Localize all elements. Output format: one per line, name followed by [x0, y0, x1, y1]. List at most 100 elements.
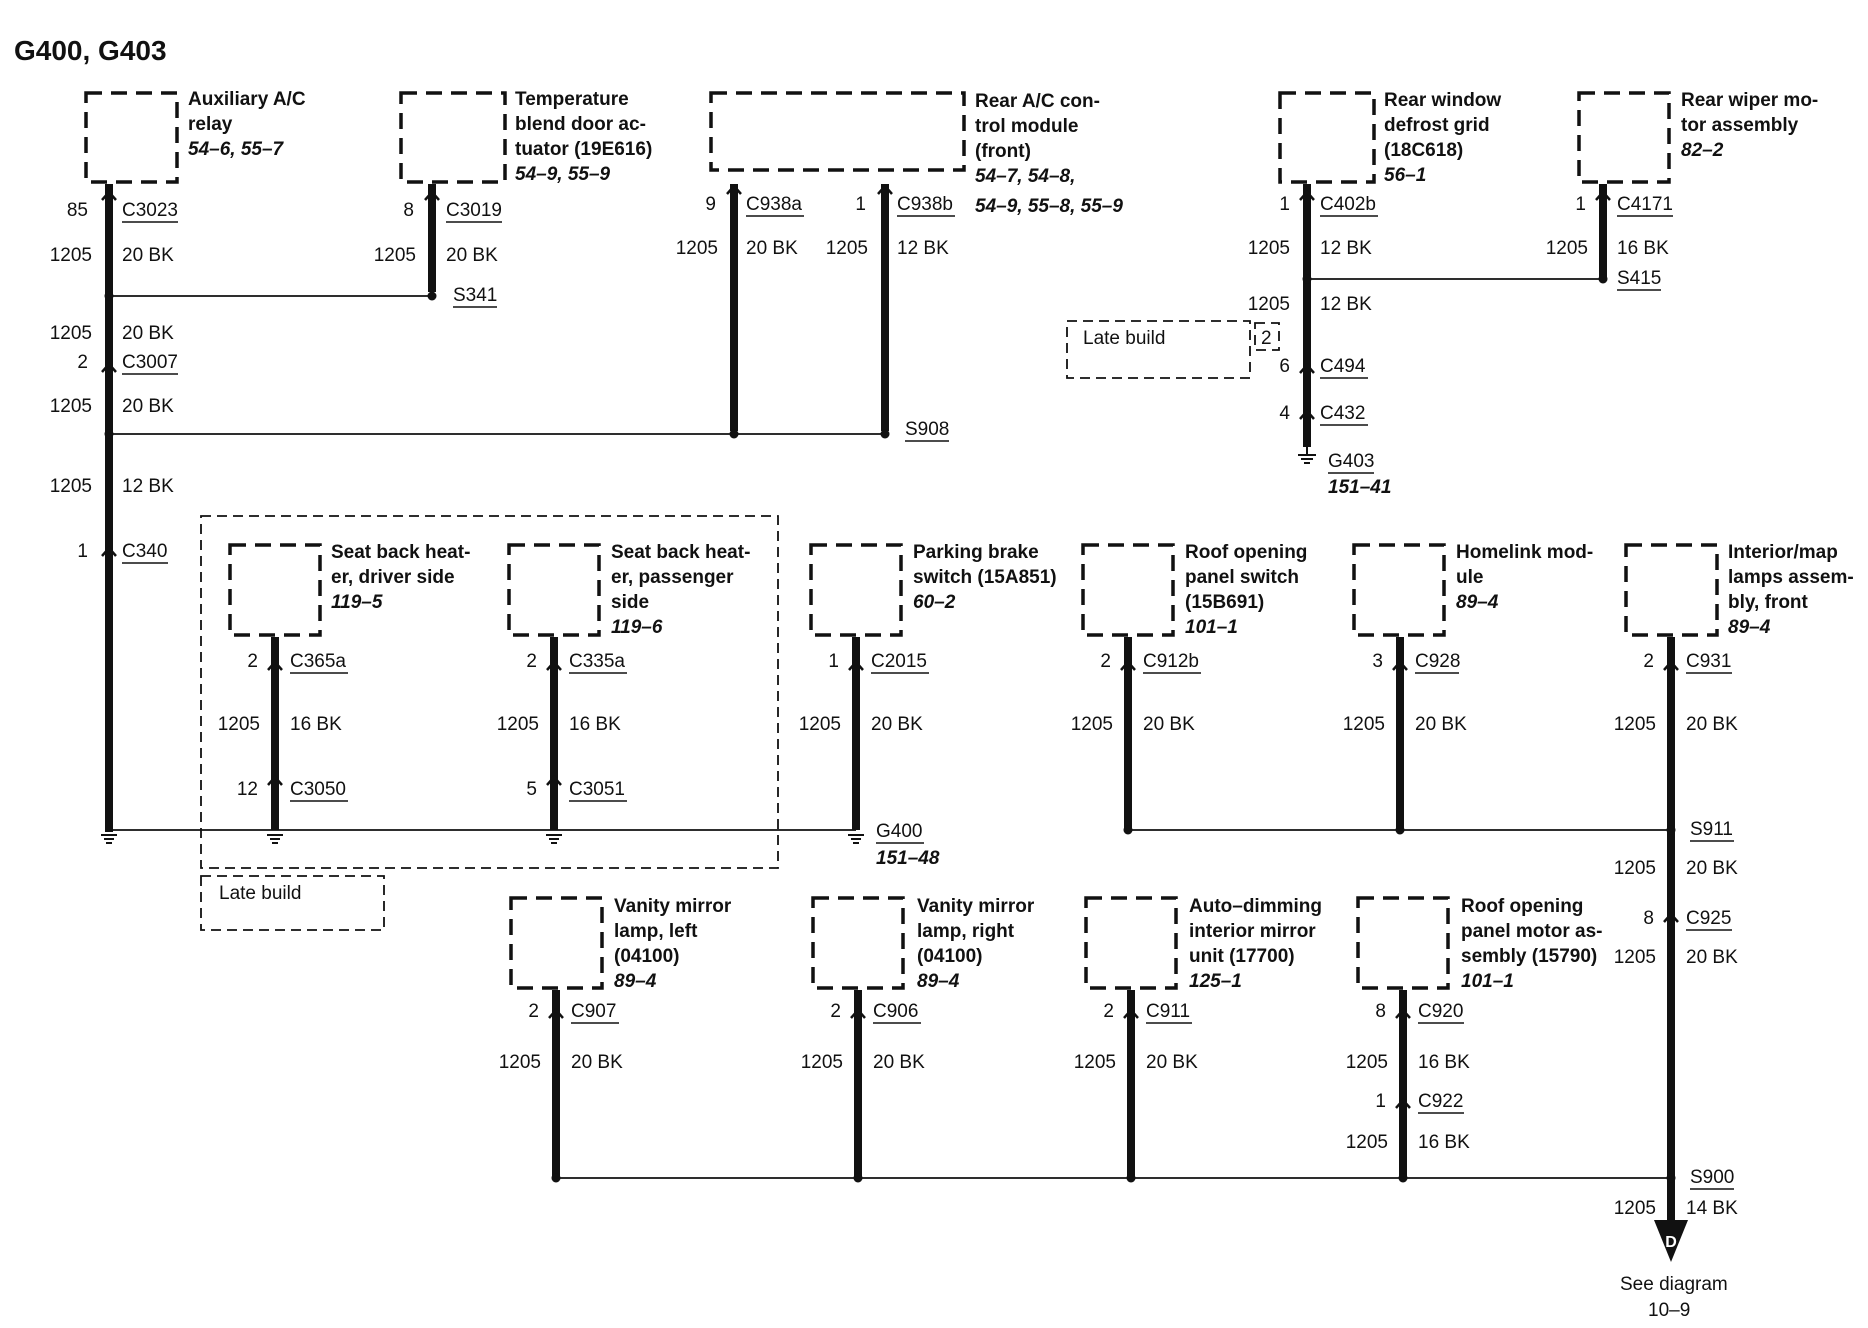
wire-gauge: 20 BK: [571, 1052, 623, 1073]
wire-gauge: 16 BK: [1418, 1132, 1470, 1153]
wire-circuit: 1205: [50, 396, 92, 417]
wire-gauge: 20 BK: [871, 714, 923, 735]
connector-c335a: C335a: [569, 651, 625, 672]
wire-circuit: 1205: [1248, 294, 1290, 315]
interior-map-lamps-box: [1624, 543, 1719, 637]
connector-c3051: C3051: [569, 779, 625, 800]
splice-dots: [104, 274, 1676, 1183]
see-diagram-ref: 10–9: [1648, 1300, 1690, 1321]
pin-c925: 8: [1643, 908, 1654, 929]
vanity-mirror-left-ref: 89–4: [614, 971, 657, 992]
wire-gauge: 16 BK: [569, 714, 621, 735]
temp-blend-actuator-box: [399, 91, 507, 184]
wire-circuit: 1205: [1614, 858, 1656, 879]
pin-c931: 2: [1643, 651, 1654, 672]
wire-gauge: 20 BK: [122, 396, 174, 417]
aux-ac-relay-label: Auxiliary A/C relay: [188, 89, 311, 135]
see-diagram-text: See diagram: [1620, 1274, 1728, 1295]
connector-markers: [101, 184, 1679, 1109]
pin-c335a: 2: [526, 651, 537, 672]
connector-c402b: C402b: [1320, 194, 1376, 215]
wire-circuit: 1205: [50, 323, 92, 344]
splice-s341: S341: [453, 285, 497, 306]
roof-opening-switch-label: Roof opening panel switch (15B691): [1185, 542, 1313, 613]
rear-window-defrost-box: [1278, 91, 1376, 184]
connector-c906: C906: [873, 1001, 918, 1022]
wire-gauge: 20 BK: [1686, 858, 1738, 879]
connector-c3023: C3023: [122, 200, 178, 221]
wire-circuit: 1205: [826, 238, 868, 259]
connector-c938b: C938b: [897, 194, 953, 215]
wire-gauge: 20 BK: [122, 323, 174, 344]
pin-c3023: 85: [67, 200, 88, 221]
connector-c494: C494: [1320, 356, 1366, 377]
wire-gauge: 20 BK: [1143, 714, 1195, 735]
pin-c2015: 1: [828, 651, 839, 672]
pin-c907: 2: [528, 1001, 539, 1022]
wire-circuit: 1205: [799, 714, 841, 735]
splice-s911: S911: [1690, 819, 1733, 840]
diagram-title: G400, G403: [14, 35, 167, 66]
connector-c911: C911: [1146, 1001, 1190, 1022]
wire-circuit: 1205: [50, 476, 92, 497]
wire-circuit: 1205: [1343, 714, 1385, 735]
seat-heater-driver-box: [228, 543, 322, 637]
wire-circuit: 1205: [1071, 714, 1113, 735]
wire-circuit: 1205: [1614, 1198, 1656, 1219]
late-build-seat-heaters-box: [200, 515, 779, 869]
rear-wiper-motor-ref: 82–2: [1681, 140, 1724, 161]
pin-c928: 3: [1372, 651, 1383, 672]
wire-gauge: 16 BK: [1418, 1052, 1470, 1073]
connector-c340: C340: [122, 541, 167, 562]
wire-circuit: 1205: [1546, 238, 1588, 259]
wire-circuit: 1205: [50, 245, 92, 266]
interior-map-lamps-ref: 89–4: [1728, 617, 1771, 638]
wire-circuit: 1205: [1074, 1052, 1116, 1073]
connector-c925: C925: [1686, 908, 1731, 929]
wire-gauge: 20 BK: [746, 238, 798, 259]
offpage-arrow-d: [1654, 1220, 1688, 1262]
wire-gauge: 20 BK: [446, 245, 498, 266]
homelink-label: Homelink mod- ule: [1456, 542, 1599, 588]
seat-heater-driver-ref: 119–5: [331, 592, 383, 613]
auto-dimming-mirror-label: Auto–dimming interior mirror unit (17700…: [1189, 896, 1327, 967]
wire-gauge: 20 BK: [1146, 1052, 1198, 1073]
rear-ac-module-label: Rear A/C con- trol module (front): [975, 91, 1105, 162]
wire-gauge: 20 BK: [122, 245, 174, 266]
late-build-label-seat: Late build: [219, 883, 301, 904]
parking-brake-label: Parking brake switch (15A851): [913, 542, 1057, 588]
late-build-box-g403: [1066, 320, 1251, 379]
wire-circuit: 1205: [801, 1052, 843, 1073]
wire-gauge: 14 BK: [1686, 1198, 1738, 1219]
connector-c365a: C365a: [290, 651, 346, 672]
pin-c3051: 5: [526, 779, 537, 800]
wire-circuit: 1205: [374, 245, 416, 266]
wire-circuit: 1205: [1614, 947, 1656, 968]
pin-c3019: 8: [403, 200, 414, 221]
connector-c938a: C938a: [746, 194, 802, 215]
connector-c931: C931: [1686, 651, 1731, 672]
wire-gauge: 20 BK: [873, 1052, 925, 1073]
temp-blend-ref: 54–9, 55–9: [515, 164, 611, 185]
rear-wiper-motor-box: [1577, 91, 1671, 184]
roof-opening-switch-ref: 101–1: [1185, 617, 1238, 638]
parking-brake-switch-box: [809, 543, 903, 637]
late-build-label-g403: Late build: [1083, 328, 1165, 349]
connector-c4171: C4171: [1617, 194, 1673, 215]
rear-wiper-motor-label: Rear wiper mo- tor assembly: [1681, 90, 1824, 136]
seat-heater-passenger-ref: 119–6: [611, 617, 663, 638]
wire-circuit: 1205: [218, 714, 260, 735]
homelink-module-box: [1352, 543, 1446, 637]
late-build-legend-box: [200, 875, 385, 931]
connector-c928: C928: [1415, 651, 1460, 672]
splice-s900: S900: [1690, 1167, 1734, 1188]
pin-c912b: 2: [1100, 651, 1111, 672]
pin-c365a: 2: [247, 651, 258, 672]
connector-c3007: C3007: [122, 352, 178, 373]
wire-circuit: 1205: [1614, 714, 1656, 735]
connector-c3019: C3019: [446, 200, 502, 221]
roof-opening-switch-box: [1081, 543, 1175, 637]
wire-circuit: 1205: [1346, 1132, 1388, 1153]
pin-c3007: 2: [77, 352, 88, 373]
